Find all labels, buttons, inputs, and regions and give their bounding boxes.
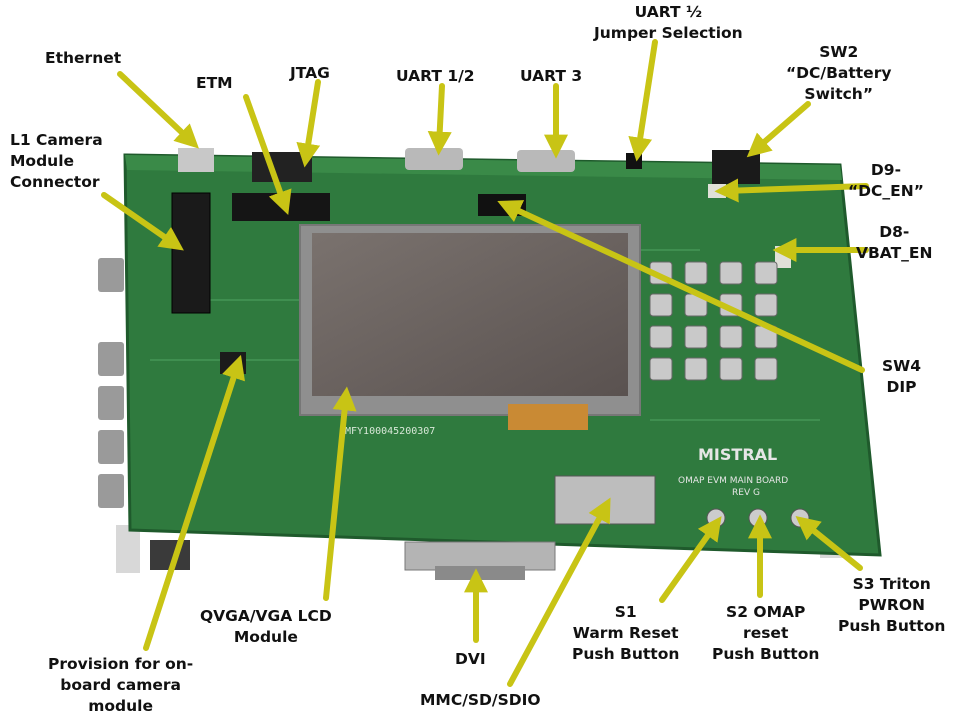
label-sw4: SW4 DIP xyxy=(882,357,922,396)
arrow-l1 xyxy=(101,192,184,251)
label-d8: D8- VBAT_EN xyxy=(856,223,933,262)
arrow-uart12 xyxy=(427,83,452,156)
jtag-header xyxy=(252,152,312,182)
mistral-logo: MISTRAL xyxy=(688,436,786,466)
board-silkscreen-line2: REV G xyxy=(732,488,760,498)
label-s2: S2 OMAP reset Push Button xyxy=(712,603,820,663)
uart3-connector xyxy=(517,150,575,172)
arrow-sw4 xyxy=(497,200,865,373)
label-uart3: UART 3 xyxy=(520,67,583,85)
sw2-switch xyxy=(712,150,760,184)
label-jtag: JTAG xyxy=(290,64,330,82)
svg-text:MISTRAL: MISTRAL xyxy=(698,445,777,464)
label-l1-camera: L1 Camera Module Connector xyxy=(10,131,103,191)
label-uart12: UART 1/2 xyxy=(396,67,475,85)
label-mmc: MMC/SD/SDIO xyxy=(420,691,541,709)
label-uart-jumper: UART ½ Jumper Selection xyxy=(594,3,743,42)
l1-camera-connector xyxy=(171,192,211,314)
lcd-module xyxy=(299,224,641,430)
arrow-etm xyxy=(243,94,292,216)
mmc-slot xyxy=(554,475,656,525)
arrow-mmc xyxy=(507,497,611,687)
arrow-s1 xyxy=(659,516,722,603)
arrow-sw2 xyxy=(746,101,811,158)
arrow-uart-jumper xyxy=(628,39,658,162)
label-camera-provision: Provision for on- board camera module xyxy=(48,655,194,715)
board-silkscreen-line1: OMAP EVM MAIN BOARD xyxy=(678,476,788,486)
label-lcd-module: QVGA/VGA LCD Module xyxy=(200,607,332,646)
ethernet-jack xyxy=(178,148,214,172)
uart-jumper xyxy=(626,153,642,169)
label-s1: S1 Warm Reset Push Button xyxy=(572,603,680,663)
keypad-grid xyxy=(649,261,778,381)
uart12-connector xyxy=(405,148,463,170)
arrow-lcd xyxy=(323,386,357,601)
label-dvi: DVI xyxy=(455,650,486,668)
label-s3: S3 Triton PWRON Push Button xyxy=(838,575,946,635)
side-connectors xyxy=(98,258,124,508)
arrow-d9 xyxy=(714,178,869,203)
label-ethernet: Ethernet xyxy=(45,49,122,67)
dvi-connector xyxy=(404,541,556,580)
callout-arrows xyxy=(101,39,869,687)
arrow-ethernet xyxy=(117,71,199,149)
arrow-camera xyxy=(143,354,245,651)
label-etm: ETM xyxy=(196,74,233,92)
arrow-jtag xyxy=(296,79,321,168)
arrow-s3 xyxy=(795,515,863,571)
label-d9: D9- “DC_EN” xyxy=(848,161,924,200)
lcd-silkscreen-id: MFY100045200307 xyxy=(345,426,435,437)
label-sw2: SW2 “DC/Battery Switch” xyxy=(786,43,892,103)
